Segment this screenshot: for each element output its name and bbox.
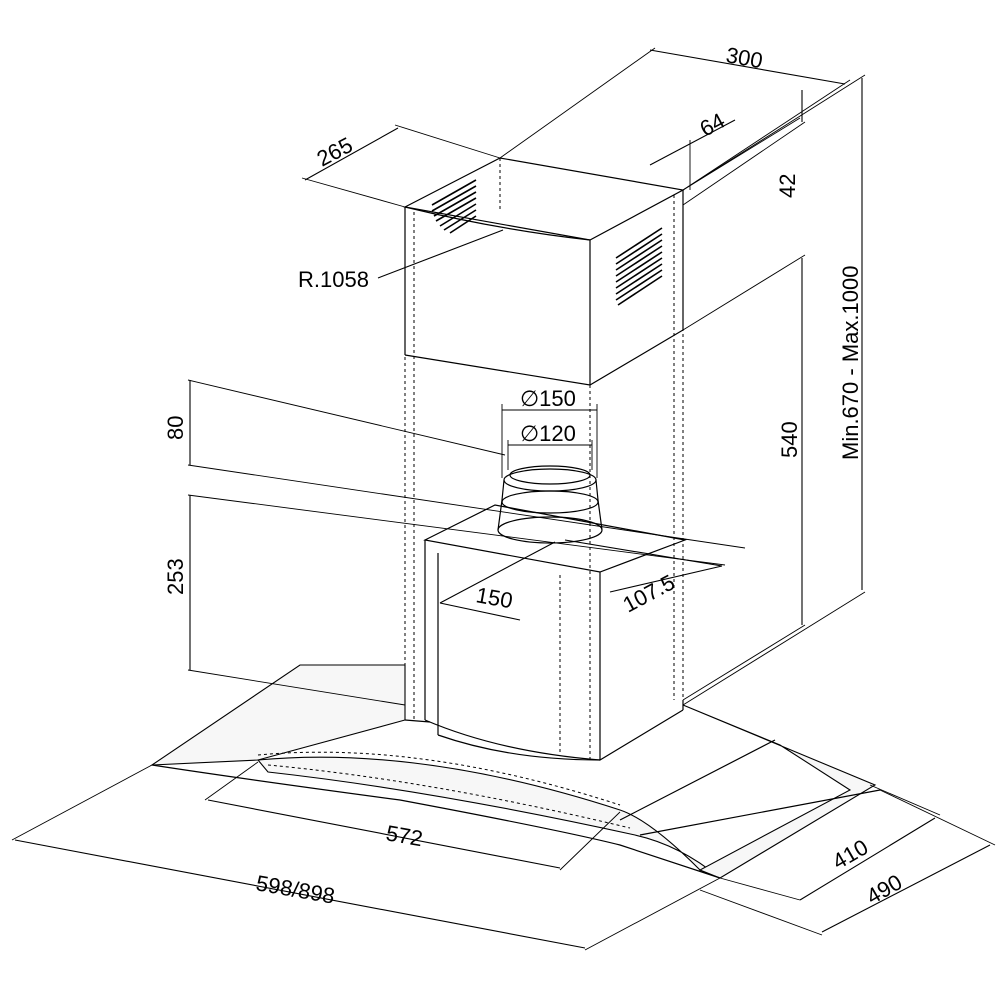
dim-490-label: 490 (862, 869, 906, 909)
dim-radius-label: R.1058 (298, 267, 369, 292)
glass-canopy (150, 664, 881, 879)
lower-chimney (404, 190, 684, 760)
dim-inner-duct-label: ∅120 (520, 421, 576, 446)
vent-slots-right (615, 227, 663, 306)
dim-572-label: 572 (384, 820, 425, 851)
dimension-labels: 300 265 64 42 R.1058 ∅150 ∅120 80 253 54… (163, 42, 906, 909)
dim-80-label: 80 (163, 416, 188, 440)
dim-598-898-label: 598/898 (254, 870, 337, 908)
duct-collar (497, 465, 603, 544)
dim-265-label: 265 (313, 132, 357, 171)
upper-chimney (403, 157, 685, 385)
dim-total-height-label: Min.670 - Max.1000 (838, 266, 863, 460)
dim-540-label: 540 (777, 421, 802, 458)
dim-42-label: 42 (775, 174, 800, 198)
motor-box (423, 504, 688, 761)
dim-300-label: 300 (724, 42, 765, 73)
dim-outer-duct-label: ∅150 (520, 386, 576, 411)
dim-410-label: 410 (828, 834, 872, 874)
dimension-lines (11, 47, 996, 951)
dim-outlet-y-label: 107.5 (619, 569, 679, 617)
dim-outlet-x-label: 150 (474, 582, 515, 613)
dim-64-label: 64 (696, 108, 729, 142)
dim-253-label: 253 (163, 558, 188, 595)
vent-slots-left (431, 179, 477, 234)
